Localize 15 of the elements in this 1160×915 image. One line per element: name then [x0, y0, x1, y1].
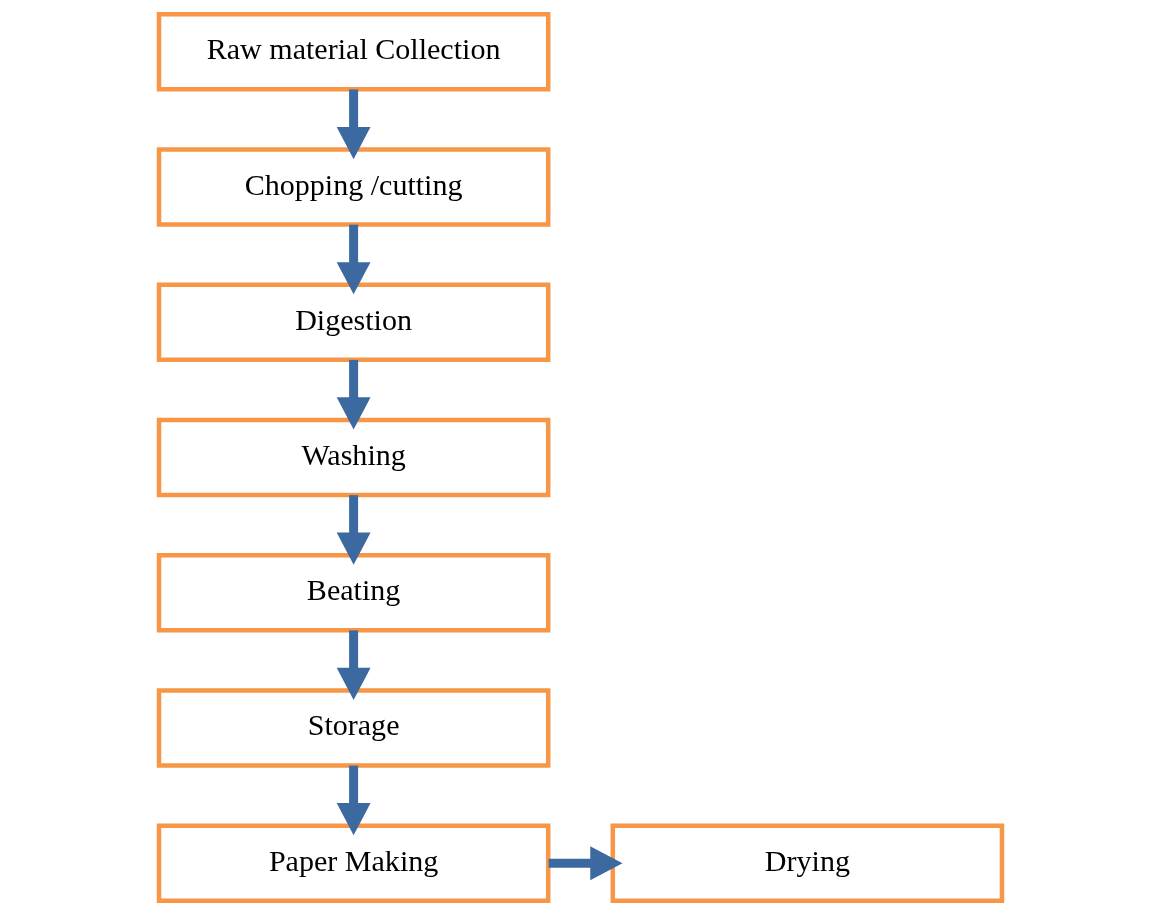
node-box: Drying [610, 823, 1004, 904]
node-box: Digestion [156, 282, 550, 363]
node-box: Chopping /cutting [156, 147, 550, 227]
arrow [336, 89, 371, 160]
node-box: Washing [156, 417, 550, 498]
arrow [548, 846, 622, 881]
arrow [336, 224, 371, 295]
arrow [336, 630, 371, 701]
node-box: Raw material Collection [156, 11, 550, 92]
node-box: Storage [156, 688, 550, 768]
arrow [336, 765, 371, 836]
arrow [336, 495, 371, 565]
node-box: Beating [156, 552, 550, 633]
node-box: Paper Making [156, 823, 550, 904]
arrow [336, 359, 371, 430]
